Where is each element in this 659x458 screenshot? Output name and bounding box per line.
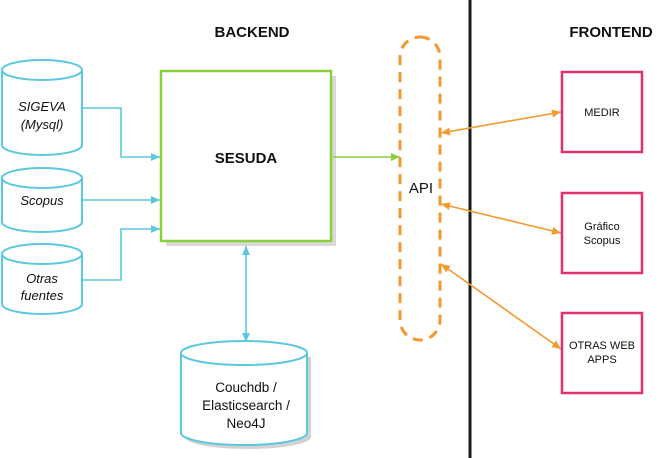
api-container: API xyxy=(398,35,442,342)
app-grafico-scopus-label: Gráfico xyxy=(584,221,619,233)
database-label-line1: Couchdb / xyxy=(215,380,277,395)
source-otras-fuentes-sublabel: fuentes xyxy=(21,288,64,303)
source-sigeva-cylinder: SIGEVA (Mysql) xyxy=(1,59,83,156)
source-scopus-cylinder: Scopus xyxy=(1,167,83,233)
api-label: API xyxy=(409,180,433,197)
connector-otras-to-sesuda xyxy=(82,225,160,281)
backend-header: BACKEND xyxy=(215,24,290,41)
connector-api-otras-web-apps xyxy=(440,263,562,350)
database-cylinder: Couchdb / Elasticsearch / Neo4J xyxy=(180,340,311,449)
connector-sigeva-to-sesuda xyxy=(82,107,160,161)
app-otras-web-apps-box: OTRAS WEB APPS xyxy=(560,311,644,395)
connector-api-medir xyxy=(440,109,562,136)
source-scopus-label: Scopus xyxy=(20,193,64,208)
app-medir-box: MEDIR xyxy=(560,70,644,154)
app-medir-label: MEDIR xyxy=(584,107,620,119)
app-grafico-scopus-box: Gráfico Scopus xyxy=(560,191,644,275)
app-otras-web-apps-sublabel: APPS xyxy=(587,354,616,366)
database-label-line3: Neo4J xyxy=(226,416,265,431)
source-sigeva-sublabel: (Mysql) xyxy=(21,117,64,132)
source-sigeva-label: SIGEVA xyxy=(18,99,66,114)
frontend-header: FRONTEND xyxy=(569,24,652,41)
sesuda-box: SESUDA xyxy=(159,69,336,246)
app-grafico-scopus-sublabel: Scopus xyxy=(584,235,621,247)
source-otras-fuentes-label: Otras xyxy=(26,271,58,286)
app-otras-web-apps-label: OTRAS WEB xyxy=(569,340,635,352)
connector-api-grafico-scopus xyxy=(440,202,562,235)
database-label-line2: Elasticsearch / xyxy=(202,398,290,413)
sesuda-label: SESUDA xyxy=(215,150,278,167)
source-otras-fuentes-cylinder: Otras fuentes xyxy=(1,243,83,315)
